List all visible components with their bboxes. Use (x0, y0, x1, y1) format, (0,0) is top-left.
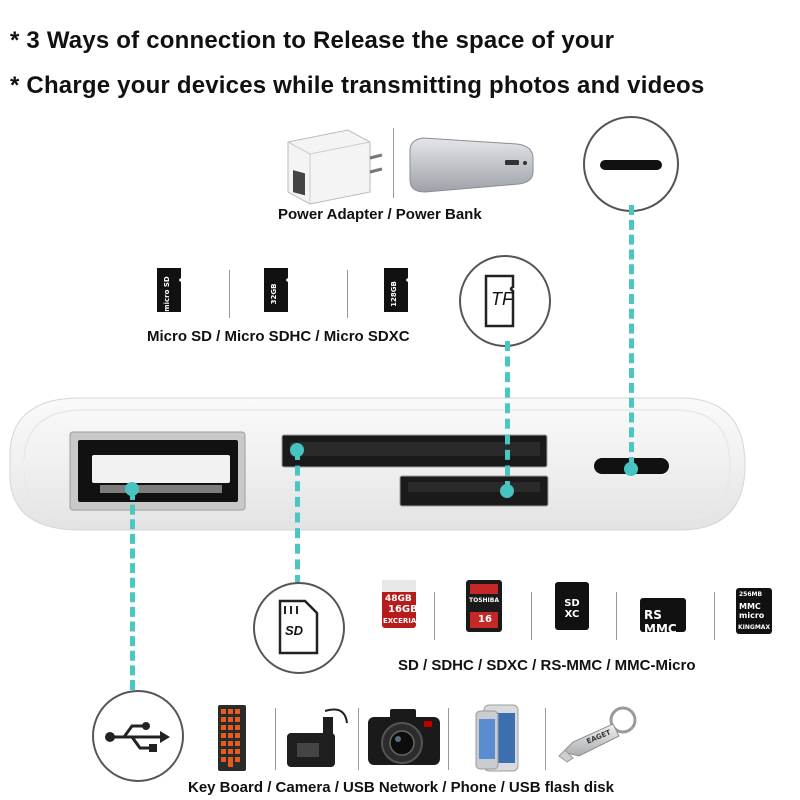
connector-line-lightning (629, 205, 634, 467)
power-bank-image (409, 137, 534, 193)
power-adapter-image (287, 129, 383, 205)
connector-dot-usb (125, 482, 139, 496)
separator (545, 708, 546, 770)
connector-line-sd (295, 450, 300, 585)
separator (448, 708, 449, 770)
usb-icon (105, 722, 170, 752)
keyboard-image (218, 705, 246, 771)
separator (714, 592, 715, 640)
caption-power: Power Adapter / Power Bank (278, 206, 482, 223)
connector-line-usb (130, 490, 135, 690)
separator (434, 592, 435, 640)
caption-usb: Key Board / Camera / USB Network / Phone… (188, 779, 614, 796)
tf-label: TF (491, 289, 513, 309)
micro-sd-card-icon: micro SD (157, 268, 181, 312)
sd-card-toshiba-image: TOSHIBA 16 (466, 580, 502, 632)
micro-sdhc-card-icon: 32GB (264, 268, 288, 312)
sd-card-sdxc-image: SD XC (555, 582, 589, 630)
separator (616, 592, 617, 640)
connector-dot-lightning (624, 462, 638, 476)
camera-image (368, 709, 440, 765)
tf-slot-circle: TF (459, 255, 551, 347)
connector-dot-sd (290, 443, 304, 457)
rs-mmc-card-image: RS MMC (640, 598, 686, 632)
caption-sd: SD / SDHC / SDXC / RS-MMC / MMC-Micro (398, 657, 696, 674)
sd-label: SD (285, 623, 304, 638)
separator (531, 592, 532, 640)
lightning-connector-icon (600, 160, 662, 170)
sd-slot-circle: SD (253, 582, 345, 674)
separator (393, 128, 394, 198)
connector-line-tf (505, 341, 510, 491)
usb-network-adapter-image (287, 708, 348, 767)
separator (347, 270, 348, 318)
card-reader-hub (9, 397, 746, 531)
usb-flash-disk-image (558, 706, 637, 763)
connector-dot-tf (500, 484, 514, 498)
sd-card-icon (278, 599, 319, 655)
svg-text:32GB: 32GB (270, 284, 278, 305)
headline-2: * Charge your devices while transmitting… (10, 72, 705, 99)
mmc-micro-card-image: 256MB MMC micro KINGMAX (736, 588, 772, 634)
sd-card-exceria-image: 48GB 16GB EXCERIA (382, 580, 416, 628)
caption-micro: Micro SD / Micro SDHC / Micro SDXC (147, 328, 410, 345)
usb-port-circle (92, 690, 184, 782)
separator (229, 270, 230, 318)
separator (275, 708, 276, 770)
micro-sdxc-card-icon: 128GB (384, 268, 408, 312)
svg-text:micro SD: micro SD (163, 276, 171, 312)
lightning-port-circle (583, 116, 679, 212)
tf-card-icon (484, 274, 515, 328)
headline-1: * 3 Ways of connection to Release the sp… (10, 27, 615, 54)
phone-image (475, 704, 519, 772)
svg-text:128GB: 128GB (390, 281, 398, 307)
separator (358, 708, 359, 770)
